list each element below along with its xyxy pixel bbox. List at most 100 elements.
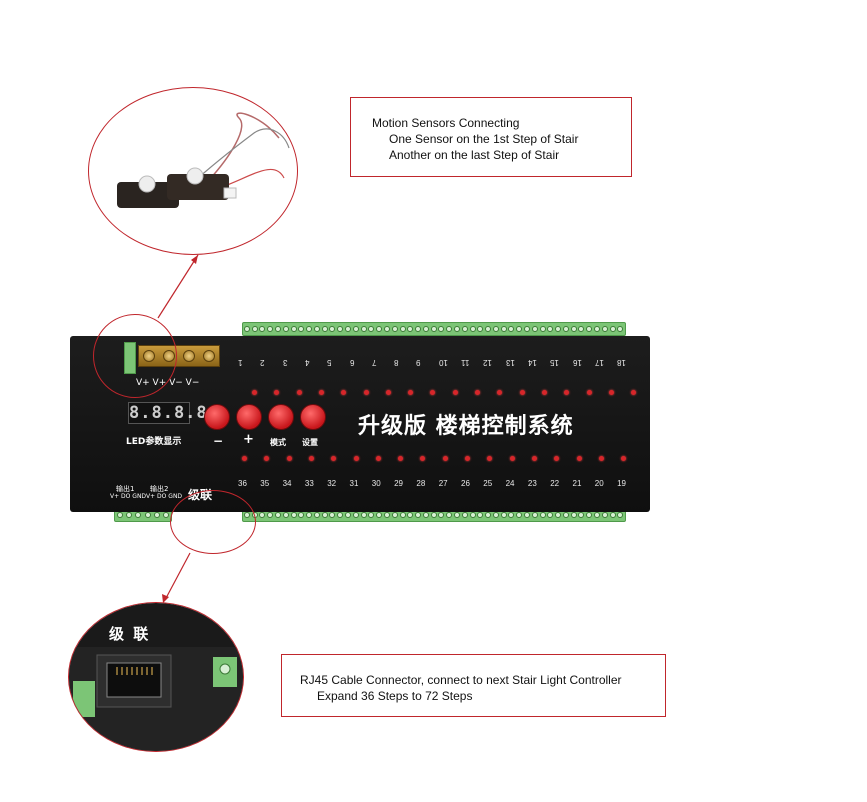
top-terminal-number: 10 [438,358,448,367]
step-led [341,390,347,395]
sensor-terminal-highlight [93,314,177,398]
bottom-terminal-number: 30 [371,479,381,488]
top-terminal-strip [242,322,626,336]
plus-label: + [243,432,254,447]
bottom-terminal-number: 27 [438,479,448,488]
step-led [452,390,458,395]
bottom-terminal-number: 20 [594,479,604,488]
step-led [363,390,369,395]
bottom-terminal-number: 32 [327,479,337,488]
step-led [621,456,627,461]
top-terminal-number: 7 [371,358,377,367]
step-led [274,390,280,395]
step-led [398,456,404,461]
display-label: LED参数显示 [126,437,182,447]
bottom-terminal-number: 31 [349,479,359,488]
top-terminal-number: 15 [550,358,560,367]
bottom-terminal-number: 33 [304,479,314,488]
bottom-terminal-number: 29 [394,479,403,488]
top-terminal-number: 9 [416,358,421,367]
step-led [509,456,515,461]
step-led [465,456,470,461]
step-led [264,456,270,461]
step-led [631,390,637,395]
mode-label: 模式 [270,438,286,447]
set-button[interactable] [300,404,326,430]
top-terminal-number: 18 [617,358,626,367]
top-terminal-number: 17 [594,358,604,367]
step-led [308,456,314,461]
power-labels: V+ V+ V− V− [136,378,200,388]
step-led [286,456,292,461]
step-led [353,456,359,461]
bottom-terminal-number: 35 [260,479,270,488]
bottom-terminal-number: 24 [505,479,515,488]
board-title: 升级版 楼梯控制系统 [358,414,574,439]
step-led [318,390,324,395]
top-terminal-number: 11 [461,358,470,367]
step-led [487,456,493,461]
bottom-terminal-number: 26 [461,479,470,488]
sensor-zoom-circle [88,87,298,255]
output2-pins: V+ DO GND [146,493,183,500]
step-led [252,390,257,395]
top-terminal-number: 2 [260,358,265,367]
step-led [531,456,537,461]
top-terminal-number: 8 [394,358,399,367]
step-led [564,390,570,395]
bottom-terminal-number: 23 [527,479,537,488]
step-led [442,456,448,461]
sensor-1 [117,182,179,208]
minus-button[interactable] [204,404,230,430]
step-led [420,456,426,461]
bottom-terminal-number: 22 [550,479,560,488]
step-led [497,390,503,395]
set-label: 设置 [302,438,318,447]
sensor-arrowhead [191,255,198,264]
step-led [385,390,391,395]
step-led [576,456,582,461]
bottom-terminal-number: 25 [483,479,493,488]
rj45-port-highlight [170,490,256,554]
rj45-pointer-line [164,552,191,601]
step-led [296,390,302,395]
plus-button[interactable] [236,404,262,430]
top-terminal-number: 14 [527,358,537,367]
step-led [331,456,337,461]
bottom-terminal-number: 21 [572,479,582,488]
rj45-callout-box: RJ45 Cable Connector, connect to next St… [281,654,666,717]
step-led [608,390,614,395]
bottom-terminal-number: 36 [238,479,247,488]
sensor-callout-box: Motion Sensors Connecting One Sensor on … [350,97,632,177]
step-led [519,390,525,395]
top-terminal-number: 12 [483,358,493,367]
output1-pins: V+ DO GND [110,493,147,500]
mode-button[interactable] [268,404,294,430]
bottom-terminal-number: 34 [282,479,292,488]
sensor-pointer-line [157,254,199,319]
bottom-terminal-number: 19 [617,479,626,488]
motion-sensor-photo [117,112,290,208]
top-terminal-number: 1 [238,358,243,367]
top-terminal-number: 3 [282,358,288,367]
step-led [598,456,604,461]
step-led [586,390,592,395]
step-led [375,456,381,461]
step-led [430,390,436,395]
step-led [242,456,247,461]
rj45-callout-title: RJ45 Cable Connector, connect to next St… [300,673,622,687]
bottom-terminal-number: 28 [416,479,426,488]
sensor-callout-line-first: One Sensor on the 1st Step of Stair [389,132,579,146]
top-terminal-number: 5 [327,358,332,367]
step-led [541,390,547,395]
rj45-zoom-label: 级 联 [109,625,151,643]
step-led [408,390,414,395]
sensor-callout-title: Motion Sensors Connecting [372,116,520,130]
output1-label: 输出1 [116,485,135,493]
step-led [475,390,480,395]
step-led [554,456,560,461]
minus-label: − [213,434,224,448]
led-parameter-display: 8.8.8.8 [128,402,208,424]
output2-label: 输出2 [150,485,169,493]
sensor-2 [167,174,229,200]
